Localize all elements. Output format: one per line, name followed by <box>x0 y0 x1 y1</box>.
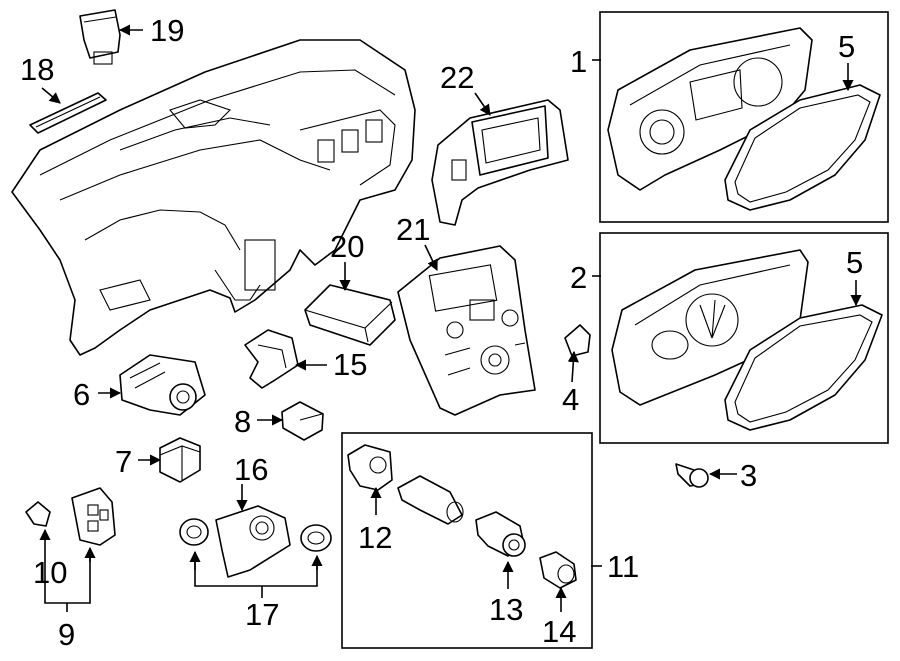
callout-2: 2 <box>570 260 587 295</box>
part-16-bezel <box>215 505 291 578</box>
part-19-switch <box>79 9 121 65</box>
callout-5-lower: 5 <box>846 245 863 280</box>
part-12-switch <box>347 444 393 491</box>
cluster-box-1 <box>599 11 889 223</box>
switch-group-box-11 <box>341 432 593 649</box>
callout-labels: 19 18 22 20 21 15 6 8 4 7 16 10 9 17 12 … <box>20 13 863 652</box>
cluster-box-2 <box>599 232 889 444</box>
callout-13: 13 <box>489 592 523 627</box>
callout-4: 4 <box>562 382 579 417</box>
callout-19: 19 <box>150 13 184 48</box>
leader-lines <box>39 24 862 612</box>
part-14-button <box>539 551 577 589</box>
callout-1: 1 <box>570 44 587 79</box>
instrument-panel <box>11 39 416 356</box>
part-15-bracket <box>244 329 299 389</box>
callout-16: 16 <box>234 452 268 487</box>
part-7-switch <box>159 437 201 483</box>
callout-21: 21 <box>396 212 430 247</box>
callout-5-top: 5 <box>838 29 855 64</box>
part-17-rings <box>179 518 332 552</box>
callout-12: 12 <box>358 520 392 555</box>
callout-10: 10 <box>33 555 67 590</box>
callout-11: 11 <box>607 549 639 584</box>
part-20-module <box>304 284 396 346</box>
callout-20: 20 <box>330 229 364 264</box>
part-10-cap <box>25 501 51 527</box>
callout-22: 22 <box>440 60 474 95</box>
callout-15: 15 <box>333 347 367 382</box>
part-3-screw <box>675 463 709 488</box>
part-8-switch <box>281 401 324 441</box>
callout-18: 18 <box>20 52 54 87</box>
callout-6: 6 <box>73 377 90 412</box>
callout-17: 17 <box>245 597 279 632</box>
callout-3: 3 <box>740 458 757 493</box>
part-13-button <box>475 511 526 557</box>
callout-8: 8 <box>234 404 251 439</box>
part-22-display <box>431 99 569 226</box>
part-21-center-stack <box>397 245 536 416</box>
callout-9: 9 <box>58 617 75 652</box>
callout-14: 14 <box>542 614 576 649</box>
part-4-switch <box>564 324 591 357</box>
part-5-lens-top <box>724 84 881 211</box>
ignition-cylinder <box>397 475 464 525</box>
part-18-trim-strip <box>29 92 107 134</box>
part-5-lens-lower <box>724 304 883 431</box>
callout-7: 7 <box>115 444 132 479</box>
part-6-switch-assembly <box>119 354 206 416</box>
part-9-steering-switch <box>71 487 116 546</box>
